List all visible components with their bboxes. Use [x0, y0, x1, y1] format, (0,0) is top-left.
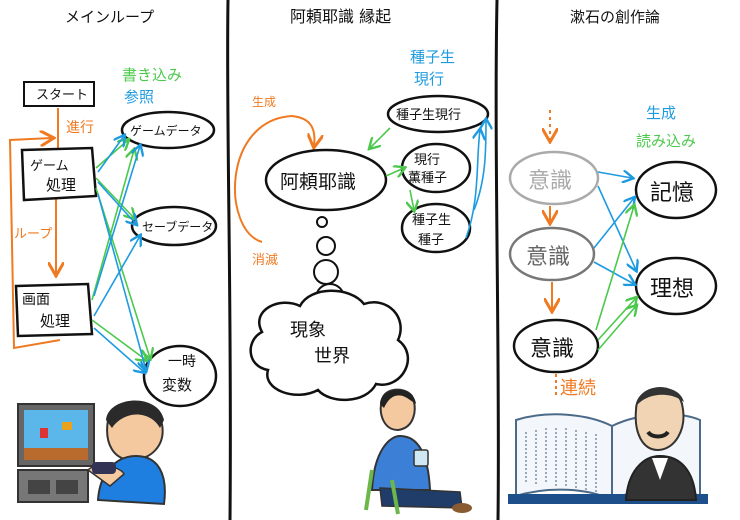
consciousness-node-mid: [508, 226, 596, 282]
game-process-l2: 処理: [46, 176, 76, 194]
read-arrows: [93, 136, 146, 372]
middle-title: 阿頼耶識 縁起: [290, 7, 391, 26]
game-process-box: [20, 146, 98, 202]
seed-seed-l2: 種子: [418, 232, 444, 248]
game-data-node: [120, 110, 216, 150]
consciousness-label-past: 意識: [528, 169, 572, 194]
boy-playing-game-illustration: [17, 400, 166, 506]
seed-to-act-label: 種子生現行: [396, 107, 461, 123]
consciousness-label-mid: 意識: [526, 245, 570, 270]
write-arrows: [91, 140, 150, 360]
progress-label: 進行: [66, 120, 94, 136]
consciousness-node-now: [512, 318, 600, 374]
temp-var-l2: 変数: [162, 376, 192, 394]
legend-read: 参照: [124, 88, 154, 106]
continuity-label: 連続: [560, 378, 596, 399]
seed-label-2: 現行: [414, 70, 444, 88]
right-title: 漱石の創作論: [570, 8, 660, 26]
arising-label: 生成: [252, 95, 276, 109]
world-cloud: [249, 289, 410, 402]
generate-label: 生成: [646, 104, 676, 122]
alaya-label: 阿頼耶識: [280, 171, 356, 193]
memory-node: [634, 160, 718, 220]
render-process-l1: 画面: [22, 292, 50, 308]
left-title: メインループ: [65, 8, 154, 26]
middle-green-arrows: [370, 127, 414, 210]
read-write-label: 読み込み: [636, 132, 696, 150]
ideal-label: 理想: [650, 277, 694, 302]
right-green-arrows: [595, 206, 636, 351]
book-and-author-illustration: [508, 387, 708, 504]
temp-var-node: [142, 344, 218, 408]
consciousness-node-past: [508, 150, 600, 206]
act-perfume-l1: 現行: [414, 153, 440, 168]
render-process-box: [14, 282, 94, 338]
seed-label-1: 種子生: [410, 48, 455, 66]
loop-label: ループ: [14, 227, 52, 242]
world-l2: 世界: [314, 346, 350, 367]
legend-write: 書き込み: [122, 66, 182, 84]
temp-var-l1: 一時: [168, 354, 196, 370]
start-label: スタート: [36, 88, 88, 103]
consciousness-label-now: 意識: [530, 337, 574, 362]
world-l1: 現象: [290, 320, 326, 341]
loop-path: [8, 108, 60, 350]
seed-to-act-node: [386, 94, 490, 134]
render-process-l2: 処理: [40, 312, 70, 330]
start-box: [23, 81, 95, 107]
middle-blue-arrows: [465, 120, 486, 239]
cycle-arrow: [234, 114, 314, 243]
ceasing-label: 消滅: [252, 253, 278, 268]
game-process-l1: ゲーム: [30, 159, 69, 174]
divider-right: [494, 0, 500, 520]
alaya-node: [264, 148, 388, 212]
act-perfume-l2: 薫種子: [408, 170, 447, 186]
game-data-label: ゲームデータ: [130, 123, 202, 138]
save-data-label: セーブデータ: [142, 219, 213, 234]
memory-label: 記憶: [650, 181, 694, 206]
divider-left: [226, 0, 232, 520]
seed-seed-l1: 種子生: [412, 212, 451, 228]
man-with-cup-illustration: [364, 388, 472, 515]
